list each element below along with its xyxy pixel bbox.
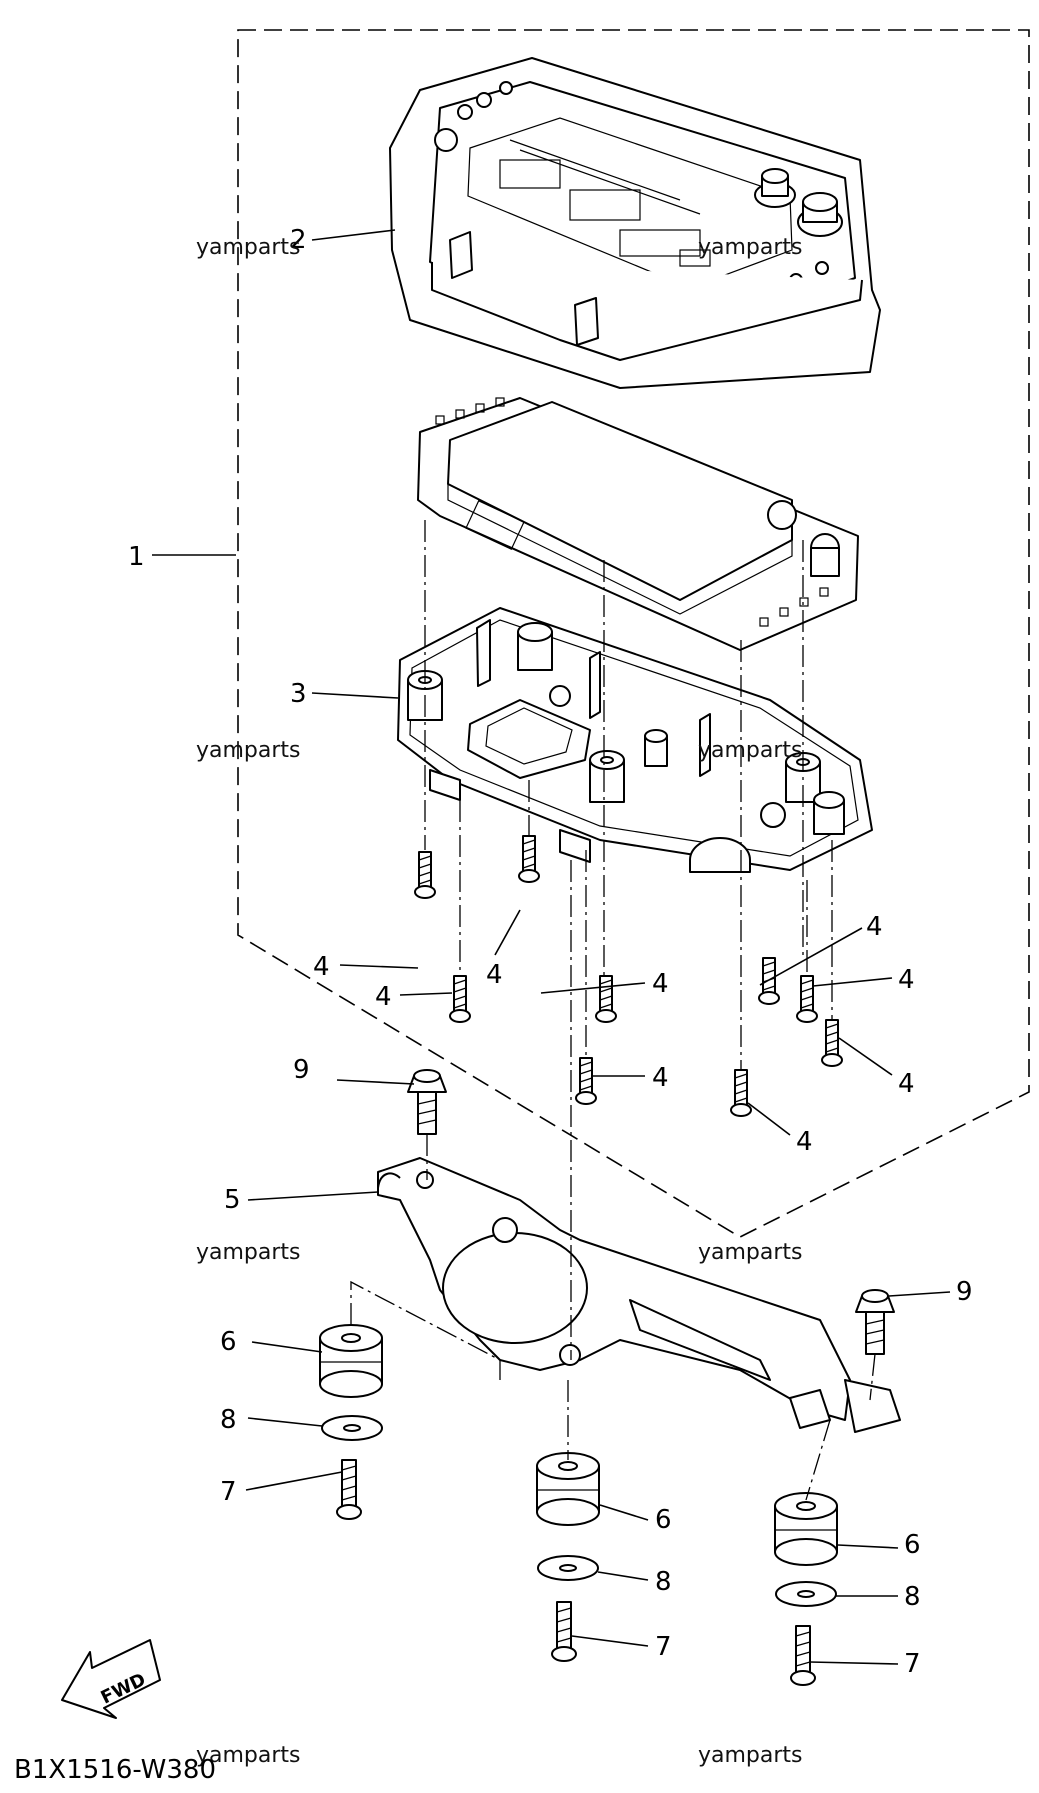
callout-2: 2 <box>290 225 307 255</box>
watermark-text: yamparts <box>196 1743 301 1768</box>
callout-4: 4 <box>796 1127 813 1157</box>
callout-5: 5 <box>224 1185 241 1215</box>
callout-6: 6 <box>904 1530 921 1560</box>
screw-group <box>414 835 843 1117</box>
watermark-text: yamparts <box>698 738 803 763</box>
callout-4: 4 <box>375 982 392 1012</box>
callout-8: 8 <box>220 1405 237 1435</box>
screw-icon <box>575 1057 597 1105</box>
screw-icon <box>821 1019 843 1067</box>
callout-6: 6 <box>655 1505 672 1535</box>
callout-labels: 1 2 3 4 4 4 4 4 4 4 4 4 4 5 6 6 6 7 7 7 … <box>128 225 973 1679</box>
callout-4: 4 <box>652 1063 669 1093</box>
watermark-text: yamparts <box>698 235 803 260</box>
meter-button-icon <box>434 128 458 152</box>
assembly-boundary <box>237 29 1030 1238</box>
washer-icon <box>537 1555 599 1581</box>
callout-7: 7 <box>655 1632 672 1662</box>
screw-icon <box>414 851 436 899</box>
screw-icon <box>796 975 818 1023</box>
screw-icon <box>449 975 471 1023</box>
screw-icon <box>595 975 617 1023</box>
watermark-text: yamparts <box>196 235 301 260</box>
callout-1: 1 <box>128 542 145 572</box>
grommet-icon <box>319 1324 383 1398</box>
bolt-icon <box>407 1069 447 1135</box>
callout-9: 9 <box>956 1277 973 1307</box>
leader-lines <box>152 229 951 1665</box>
callout-6: 6 <box>220 1327 237 1357</box>
washer-icon <box>321 1415 383 1441</box>
screw-icon <box>336 1459 362 1520</box>
washer-icon <box>775 1581 837 1607</box>
callout-4: 4 <box>652 969 669 999</box>
mounting-bracket <box>377 1157 901 1433</box>
forward-arrow-icon: FWD <box>61 1639 161 1719</box>
watermark-text: yamparts <box>196 738 301 763</box>
screw-icon <box>730 1069 752 1117</box>
grommet-icon <box>536 1452 600 1526</box>
callout-4: 4 <box>486 960 503 990</box>
callout-9: 9 <box>293 1055 310 1085</box>
bolt-icon <box>855 1289 895 1355</box>
callout-4: 4 <box>313 952 330 982</box>
diagram-code: B1X1516-W380 <box>14 1755 216 1785</box>
watermark-text: yamparts <box>698 1240 803 1265</box>
watermark-text: yamparts <box>196 1240 301 1265</box>
callout-8: 8 <box>904 1582 921 1612</box>
circuit-board <box>417 397 859 651</box>
screw-icon <box>518 835 540 883</box>
callout-8: 8 <box>655 1567 672 1597</box>
callout-4: 4 <box>898 965 915 995</box>
screw-icon <box>758 957 780 1005</box>
callout-4: 4 <box>898 1069 915 1099</box>
watermark-text: yamparts <box>698 1743 803 1768</box>
watermarks: yamparts yamparts yamparts yamparts yamp… <box>196 235 803 1768</box>
callout-3: 3 <box>290 679 307 709</box>
callout-7: 7 <box>220 1477 237 1507</box>
assembly-center-lines <box>350 520 876 1501</box>
callout-7: 7 <box>904 1649 921 1679</box>
lower-case <box>397 607 873 873</box>
screw-icon <box>551 1601 577 1662</box>
meter-unit <box>389 57 881 389</box>
callout-4: 4 <box>866 912 883 942</box>
grommet-icon <box>774 1492 838 1566</box>
screw-icon <box>790 1625 816 1686</box>
